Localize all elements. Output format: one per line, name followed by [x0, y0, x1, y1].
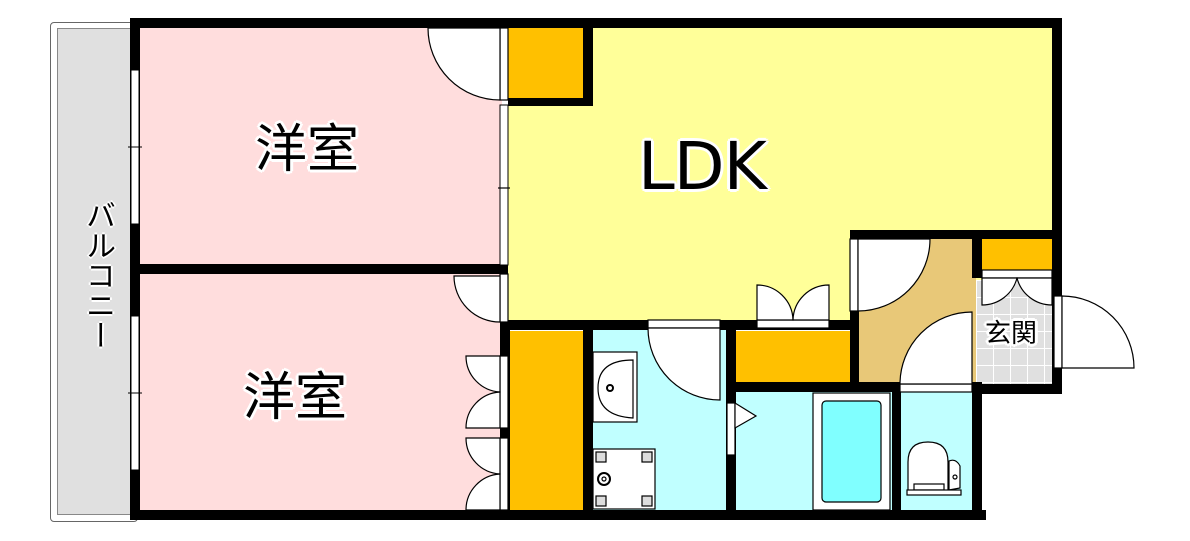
- western-room-2: [138, 274, 502, 512]
- wash-basin-icon: [592, 351, 638, 423]
- western-room-2-label: 洋室: [243, 368, 348, 428]
- windows: [128, 69, 142, 471]
- door-western-2: [453, 273, 509, 323]
- closet-hall: [736, 331, 850, 384]
- balcony-floor: [57, 28, 135, 515]
- closet-doors-hall: [756, 284, 830, 329]
- ldk-label: LDK: [638, 128, 767, 205]
- door-hall-ldk: [849, 238, 931, 312]
- closet-western-2: [510, 331, 584, 511]
- closet-doors-western-2: [465, 355, 509, 511]
- toilet-icon: [906, 441, 962, 496]
- closet-ldk-corner: [508, 28, 583, 103]
- bathtub-icon: [812, 392, 891, 511]
- front-door: [1053, 295, 1135, 369]
- door-washroom: [647, 319, 721, 401]
- washing-machine-icon: [592, 448, 656, 510]
- western-room-1-label: 洋室: [255, 120, 360, 180]
- door-western-1: [427, 27, 510, 266]
- balcony-label: バルコニー: [80, 200, 115, 350]
- shoe-closet-doors: [981, 269, 1053, 306]
- entrance-label: 玄関: [985, 319, 1038, 349]
- door-bathroom: [726, 401, 758, 456]
- shoe-closet: [982, 238, 1054, 270]
- door-toilet: [899, 311, 973, 393]
